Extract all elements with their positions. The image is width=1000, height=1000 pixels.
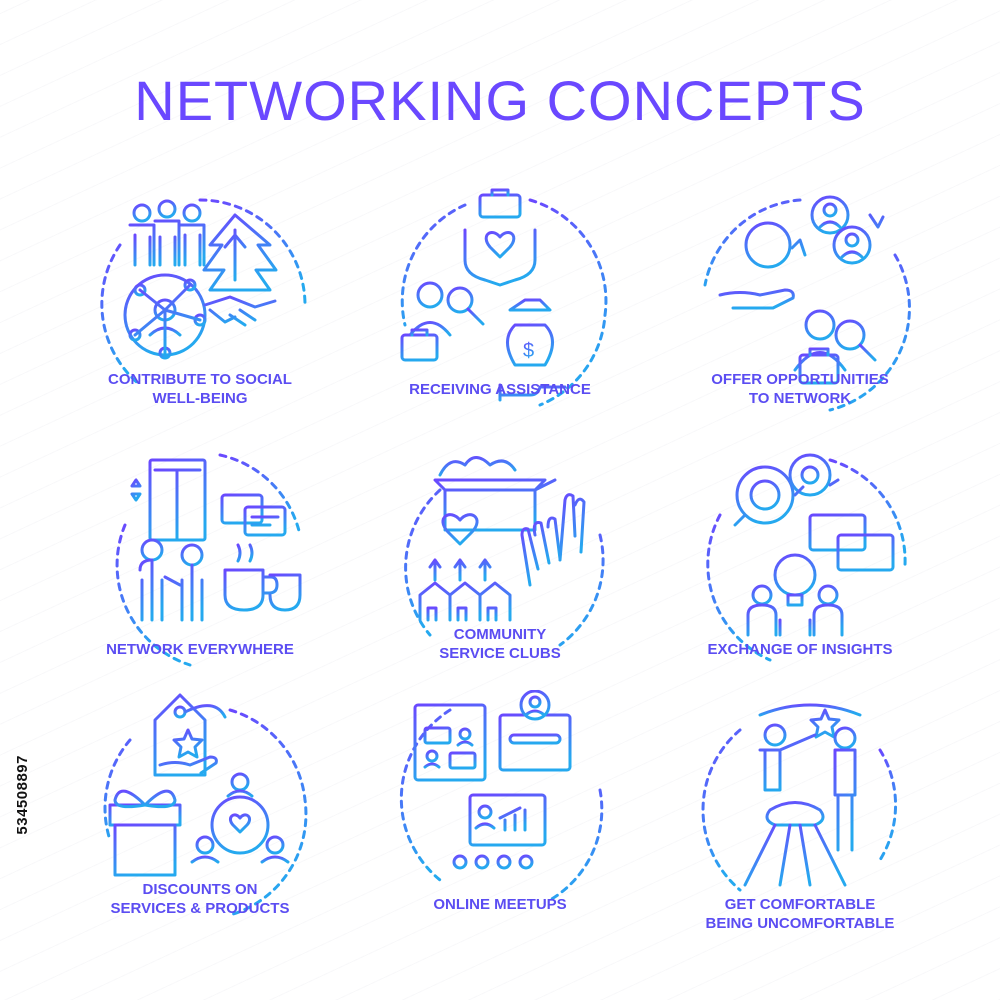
concept-card-5: COMMUNITY SERVICE CLUBS bbox=[350, 445, 650, 735]
concept-card-1: CONTRIBUTE TO SOCIAL WELL-BEING bbox=[50, 185, 350, 475]
idea-exchange-icon bbox=[680, 445, 920, 685]
page-title: NETWORKING CONCEPTS bbox=[134, 69, 866, 132]
concept-label-3: OFFER OPPORTUNITIES TO NETWORK bbox=[711, 371, 889, 407]
stock-id-label: 534508897 bbox=[14, 755, 31, 835]
concept-label-7: DISCOUNTS ON SERVICES & PRODUCTS bbox=[110, 881, 290, 917]
concept-card-8: ONLINE MEETUPS bbox=[350, 690, 650, 980]
climbing-star-icon bbox=[680, 690, 920, 930]
svg-text:$: $ bbox=[523, 340, 534, 362]
concept-card-4: NETWORK EVERYWHERE bbox=[50, 445, 350, 735]
info-network-icon bbox=[680, 185, 920, 425]
concept-card-6: EXCHANGE OF INSIGHTS bbox=[650, 445, 950, 735]
concept-card-9: GET COMFORTABLE BEING UNCOMFORTABLE bbox=[650, 690, 950, 980]
elevator-chat-icon bbox=[80, 445, 320, 685]
online-meetup-icon bbox=[380, 690, 620, 930]
concept-label-4: NETWORK EVERYWHERE bbox=[106, 641, 294, 658]
team-handshake-icon bbox=[80, 185, 320, 425]
helping-hands-icon: $ bbox=[380, 185, 620, 425]
concept-card-7: DISCOUNTS ON SERVICES & PRODUCTS bbox=[50, 690, 350, 980]
concept-label-2: RECEIVING ASSISTANCE bbox=[409, 381, 591, 398]
concept-label-5: COMMUNITY SERVICE CLUBS bbox=[439, 626, 561, 662]
concept-label-9: GET COMFORTABLE BEING UNCOMFORTABLE bbox=[705, 896, 895, 932]
concept-card-2: $ RECEIVING ASSISTANCE bbox=[350, 185, 650, 475]
concept-label-1: CONTRIBUTE TO SOCIAL WELL-BEING bbox=[108, 371, 292, 407]
concept-label-6: EXCHANGE OF INSIGHTS bbox=[707, 641, 893, 658]
donation-box-icon bbox=[380, 445, 620, 685]
concept-label-8: ONLINE MEETUPS bbox=[433, 896, 567, 913]
concept-card-3: OFFER OPPORTUNITIES TO NETWORK bbox=[650, 185, 950, 475]
gift-tag-icon bbox=[80, 690, 320, 930]
